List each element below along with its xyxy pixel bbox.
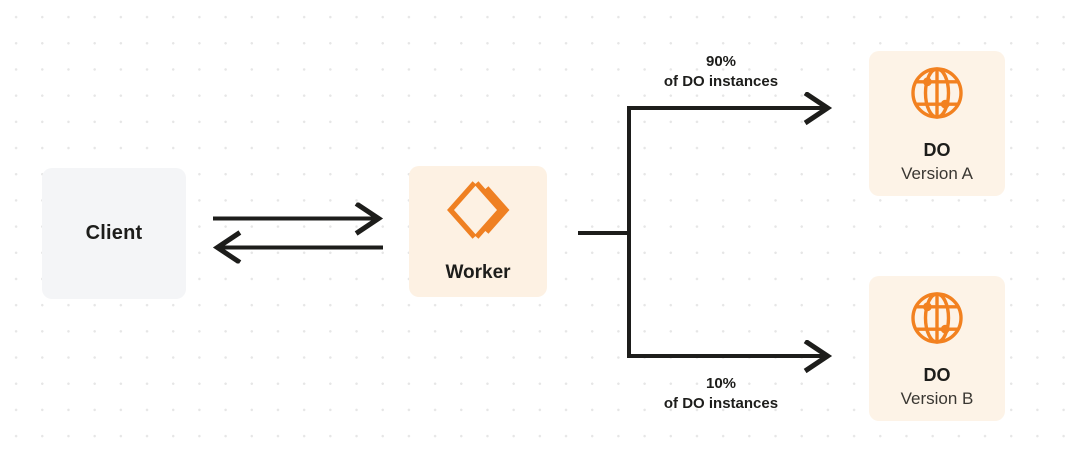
edge-label-do-a: 90% of DO instances bbox=[630, 52, 812, 92]
node-do-version-a[interactable]: DO Version A bbox=[869, 51, 1005, 196]
node-client[interactable]: Client bbox=[42, 168, 186, 299]
node-do-a-label: DO bbox=[923, 140, 951, 161]
node-client-label: Client bbox=[85, 222, 143, 244]
durable-object-globe-icon bbox=[907, 63, 967, 128]
node-do-a-sublabel: Version A bbox=[901, 163, 973, 183]
edge-label-do-b: 10% of DO instances bbox=[630, 374, 812, 414]
edge-label-do-a-description: of DO instances bbox=[663, 72, 779, 90]
node-do-b-label: DO bbox=[923, 365, 951, 386]
node-worker[interactable]: Worker bbox=[409, 166, 547, 297]
node-do-version-b[interactable]: DO Version B bbox=[869, 276, 1005, 421]
durable-object-globe-icon bbox=[907, 288, 967, 353]
node-do-b-sublabel: Version B bbox=[900, 388, 974, 408]
edge-label-do-b-description: of DO instances bbox=[663, 394, 779, 412]
cloudflare-workers-icon bbox=[445, 179, 511, 246]
node-worker-label: Worker bbox=[445, 262, 511, 283]
edge-label-do-a-percent: 90% bbox=[705, 53, 737, 70]
edge-label-do-b-percent: 10% bbox=[705, 375, 737, 392]
